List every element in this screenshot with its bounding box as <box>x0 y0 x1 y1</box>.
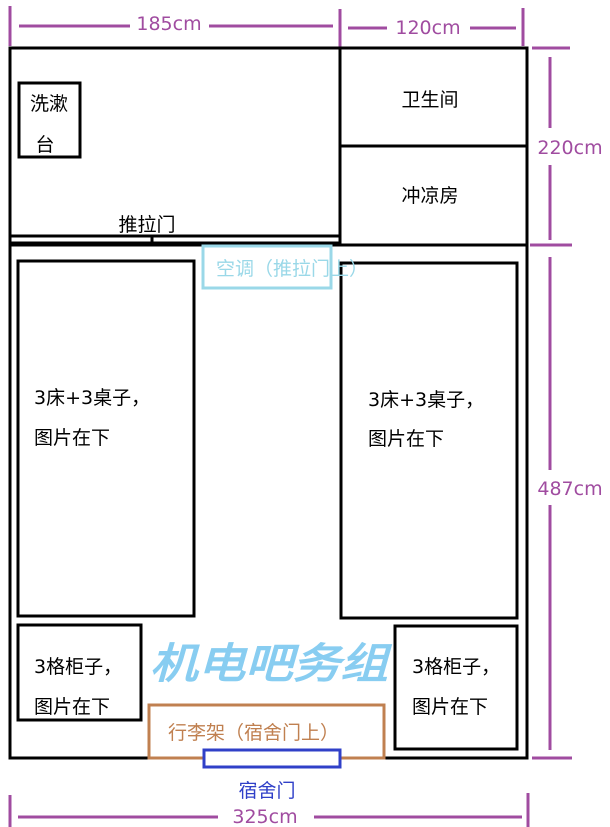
right-bed-label-2: 图片在下 <box>368 428 444 450</box>
dimension-lines <box>8 6 572 827</box>
left-bed-label-1: 3床+3桌子， <box>34 387 150 409</box>
left-bed-box <box>16 259 196 618</box>
left-cabinet-label-2: 图片在下 <box>34 696 110 718</box>
right-cabinet-label-1: 3格柜子， <box>412 656 500 678</box>
sink-label-1: 洗漱 <box>30 93 68 115</box>
sliding-door <box>8 234 342 245</box>
air-conditioner-label: 空调（推拉门上） <box>216 258 368 280</box>
dim-487: 487cm <box>537 478 602 500</box>
dim-185: 185cm <box>136 13 201 35</box>
dim-325: 325cm <box>232 806 297 827</box>
shower-label: 冲凉房 <box>401 185 458 207</box>
watermark: 机电吧务组 <box>150 639 393 688</box>
luggage-rack-label: 行李架（宿舍门上） <box>168 722 339 744</box>
dim-220: 220cm <box>537 137 602 159</box>
right-cabinet-box <box>393 624 519 751</box>
left-cabinet-label-1: 3格柜子， <box>34 656 122 678</box>
air-conditioner-box <box>201 244 333 290</box>
dorm-door-label: 宿舍门 <box>238 780 295 802</box>
dim-120: 120cm <box>395 17 460 39</box>
sink-box <box>17 81 82 159</box>
sliding-door-label: 推拉门 <box>118 214 175 236</box>
dorm-door-box <box>202 748 342 769</box>
sink-label-2: 台 <box>35 134 54 156</box>
left-cabinet-box <box>16 623 143 722</box>
left-bed-label-2: 图片在下 <box>34 427 110 449</box>
right-cabinet-label-2: 图片在下 <box>412 696 488 718</box>
toilet-label: 卫生间 <box>401 89 458 111</box>
right-bed-box <box>339 261 519 620</box>
right-bed-label-1: 3床+3桌子， <box>368 389 484 411</box>
